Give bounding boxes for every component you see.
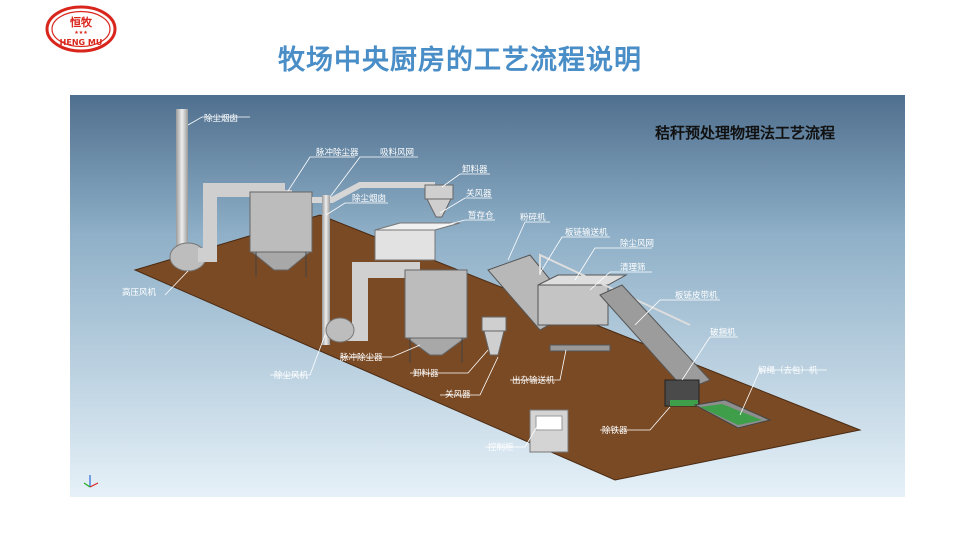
dust-fan bbox=[325, 317, 355, 343]
unloader-bottom bbox=[481, 316, 507, 332]
label-chain-conveyor: 板链输送机 bbox=[565, 227, 608, 238]
dust-chimney-top bbox=[176, 109, 188, 259]
scene-title: 秸秆预处理物理法工艺流程 bbox=[655, 124, 835, 142]
label-unloader-top: 卸料器 bbox=[462, 164, 488, 175]
logo-bottom-text: HENG MU bbox=[60, 38, 103, 47]
label-suction-air-net: 吸料风网 bbox=[380, 147, 414, 158]
pulse-dust-collector-bottom bbox=[404, 269, 468, 339]
label-crusher: 粉碎机 bbox=[520, 212, 546, 223]
label-dust-chimney-top: 除尘烟囱 bbox=[204, 113, 238, 124]
label-pulse-dust-collector-bottom: 脉冲除尘器 bbox=[340, 352, 383, 363]
label-impurity-conveyor: 出杂输送机 bbox=[512, 375, 555, 386]
label-air-lock-bottom: 关风器 bbox=[445, 389, 471, 400]
label-high-pressure-fan: 高压风机 bbox=[122, 287, 157, 298]
label-iron-remover: 除铁器 bbox=[602, 425, 628, 436]
company-logo: 恒牧 ★★★ HENG MU bbox=[44, 4, 118, 54]
label-dust-chimney-mid: 除尘烟囱 bbox=[352, 193, 386, 204]
unloader-top bbox=[424, 184, 454, 200]
dust-chimney-mid bbox=[322, 195, 330, 345]
logo-stars: ★★★ bbox=[74, 30, 88, 36]
pulse-dust-collector-top bbox=[249, 191, 313, 253]
label-pulse-dust-collector-top: 脉冲除尘器 bbox=[316, 147, 359, 158]
process-diagram: 秸秆预处理物理法工艺流程 bbox=[70, 95, 905, 497]
page-title: 牧场中央厨房的工艺流程说明 bbox=[278, 45, 642, 76]
impurity-conveyor bbox=[549, 344, 611, 352]
label-bale-breaker: 破捆机 bbox=[710, 327, 736, 338]
label-cleaning-sieve: 清理筛 bbox=[620, 262, 646, 273]
temp-bin bbox=[374, 229, 436, 261]
label-dust-fan: 除尘风机 bbox=[274, 370, 309, 381]
label-untie-machine: 解绳（去包）机 bbox=[758, 365, 818, 376]
label-dust-air-net: 除尘风网 bbox=[620, 238, 654, 249]
label-unloader-bottom: 卸料器 bbox=[413, 368, 439, 379]
label-temp-bin: 暂存仓 bbox=[468, 210, 494, 221]
axis-gizmo-icon bbox=[83, 475, 99, 488]
chain-belt-conveyor bbox=[599, 284, 711, 391]
label-control-cabinet: 控制柜 bbox=[488, 442, 514, 453]
cleaning-sieve bbox=[537, 284, 609, 326]
label-air-lock-top: 关风器 bbox=[466, 188, 492, 199]
logo-top-text: 恒牧 bbox=[70, 15, 93, 29]
label-chain-belt: 板链皮带机 bbox=[675, 290, 718, 301]
